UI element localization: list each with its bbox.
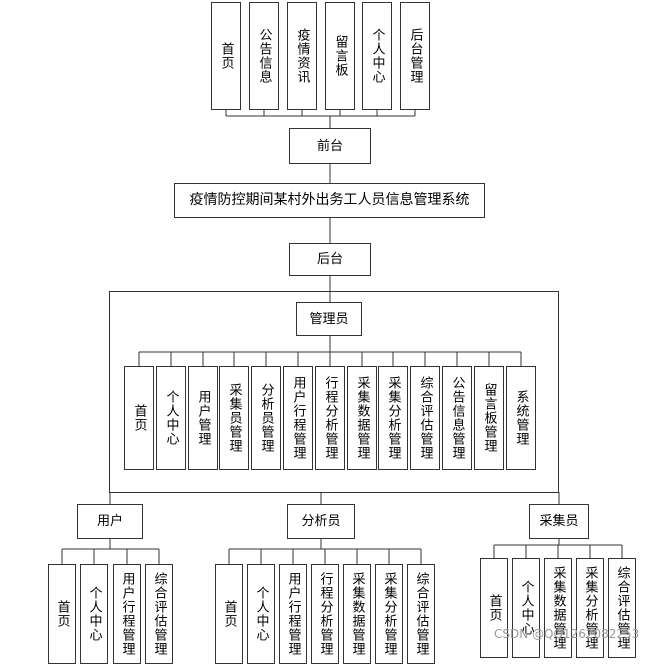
admin-item-label: 用户行程管理 [290, 376, 306, 460]
collector-item-collection-analysis-mgmt: 采集分析管理 [576, 558, 604, 658]
analyst-item-collected-data-mgmt: 采集数据管理 [343, 564, 371, 664]
frontend-item-label: 疫情资讯 [294, 28, 310, 84]
collector-item-label: 采集分析管理 [582, 566, 598, 650]
frontend-item-message-board: 留言板 [325, 2, 355, 110]
collector-item-assessment-mgmt: 综合评估管理 [608, 558, 636, 658]
analyst-item-label: 采集分析管理 [381, 572, 397, 656]
frontend-node: 前台 [289, 128, 371, 164]
frontend-item-backend-admin: 后台管理 [400, 2, 430, 110]
analyst-item-personal-center: 个人中心 [247, 564, 275, 664]
admin-node: 管理员 [296, 302, 362, 336]
admin-item-personal-center: 个人中心 [156, 366, 186, 470]
user-item-home: 首页 [48, 564, 76, 664]
admin-item-label: 分析员管理 [258, 383, 274, 453]
collector-item-label: 首页 [486, 594, 502, 622]
user-node-label: 用户 [96, 514, 123, 529]
admin-item-label: 采集员管理 [226, 383, 242, 453]
frontend-item-label: 后台管理 [407, 28, 423, 84]
collector-item-personal-center: 个人中心 [512, 558, 540, 658]
analyst-node: 分析员 [287, 504, 355, 539]
analyst-node-label: 分析员 [301, 514, 341, 529]
analyst-item-label: 用户行程管理 [285, 572, 301, 656]
analyst-item-trip-analysis-mgmt: 行程分析管理 [311, 564, 339, 664]
collector-node: 采集员 [529, 504, 589, 539]
frontend-item-epidemic-news: 疫情资讯 [287, 2, 317, 110]
admin-node-label: 管理员 [309, 311, 349, 327]
user-item-label: 个人中心 [86, 586, 102, 642]
analyst-item-user-trip-mgmt: 用户行程管理 [279, 564, 307, 664]
connector-lines [61, 103, 623, 564]
admin-item-assessment-mgmt: 综合评估管理 [410, 366, 440, 470]
admin-item-announcement-mgmt: 公告信息管理 [442, 366, 472, 470]
admin-item-user-trip-mgmt: 用户行程管理 [283, 366, 313, 470]
admin-item-label: 采集分析管理 [385, 376, 401, 460]
admin-item-message-board-mgmt: 留言板管理 [474, 366, 504, 470]
analyst-item-label: 行程分析管理 [317, 572, 333, 656]
admin-item-label: 用户管理 [195, 390, 211, 446]
frontend-item-label: 公告信息 [256, 28, 272, 84]
analyst-item-label: 采集数据管理 [349, 572, 365, 656]
system-title-text: 疫情防控期间某村外出务工人员信息管理系统 [189, 192, 470, 208]
analyst-item-label: 个人中心 [253, 586, 269, 642]
admin-item-label: 系统管理 [513, 390, 529, 446]
analyst-item-label: 综合评估管理 [413, 572, 429, 656]
admin-item-label: 行程分析管理 [322, 376, 338, 460]
admin-item-collected-data-mgmt: 采集数据管理 [347, 366, 377, 470]
user-item-label: 综合评估管理 [151, 572, 167, 656]
admin-item-label: 首页 [131, 404, 147, 432]
admin-item-analyst-mgmt: 分析员管理 [251, 366, 281, 470]
backend-node: 后台 [289, 243, 371, 276]
user-item-personal-center: 个人中心 [80, 564, 108, 664]
backend-frame [109, 291, 559, 493]
admin-item-trip-analysis-mgmt: 行程分析管理 [315, 366, 345, 470]
frontend-item-announcements: 公告信息 [249, 2, 279, 110]
system-title: 疫情防控期间某村外出务工人员信息管理系统 [174, 183, 485, 218]
admin-item-label: 综合评估管理 [417, 376, 433, 460]
collector-item-collected-data-mgmt: 采集数据管理 [544, 558, 572, 658]
frontend-item-label: 首页 [218, 42, 234, 70]
frontend-node-label: 前台 [316, 138, 343, 154]
user-item-label: 用户行程管理 [119, 572, 135, 656]
admin-item-collection-analysis-mgmt: 采集分析管理 [378, 366, 408, 470]
user-item-user-trip-mgmt: 用户行程管理 [113, 564, 141, 664]
analyst-item-collection-analysis-mgmt: 采集分析管理 [375, 564, 403, 664]
admin-item-label: 留言板管理 [481, 383, 497, 453]
frontend-item-home: 首页 [211, 2, 241, 110]
admin-item-label: 公告信息管理 [449, 376, 465, 460]
watermark: CSDN @QQ1262082253 [494, 627, 640, 641]
collector-item-label: 采集数据管理 [550, 566, 566, 650]
collector-item-home: 首页 [480, 558, 508, 658]
backend-node-label: 后台 [316, 252, 343, 267]
admin-item-label: 采集数据管理 [354, 376, 370, 460]
admin-item-collector-mgmt: 采集员管理 [219, 366, 249, 470]
frontend-item-personal-center: 个人中心 [362, 2, 392, 110]
collector-node-label: 采集员 [539, 514, 579, 529]
analyst-item-label: 首页 [221, 600, 237, 628]
user-item-label: 首页 [54, 600, 70, 628]
frontend-item-label: 个人中心 [369, 28, 385, 84]
admin-item-system-mgmt: 系统管理 [506, 366, 536, 470]
user-node: 用户 [77, 504, 143, 539]
admin-item-label: 个人中心 [163, 390, 179, 446]
admin-item-user-mgmt: 用户管理 [188, 366, 218, 470]
user-item-assessment-mgmt: 综合评估管理 [145, 564, 173, 664]
analyst-item-home: 首页 [215, 564, 243, 664]
analyst-item-assessment-mgmt: 综合评估管理 [407, 564, 435, 664]
collector-item-label: 个人中心 [518, 580, 534, 636]
collector-item-label: 综合评估管理 [614, 566, 630, 650]
frontend-item-label: 留言板 [332, 35, 348, 77]
admin-item-home: 首页 [124, 366, 154, 470]
